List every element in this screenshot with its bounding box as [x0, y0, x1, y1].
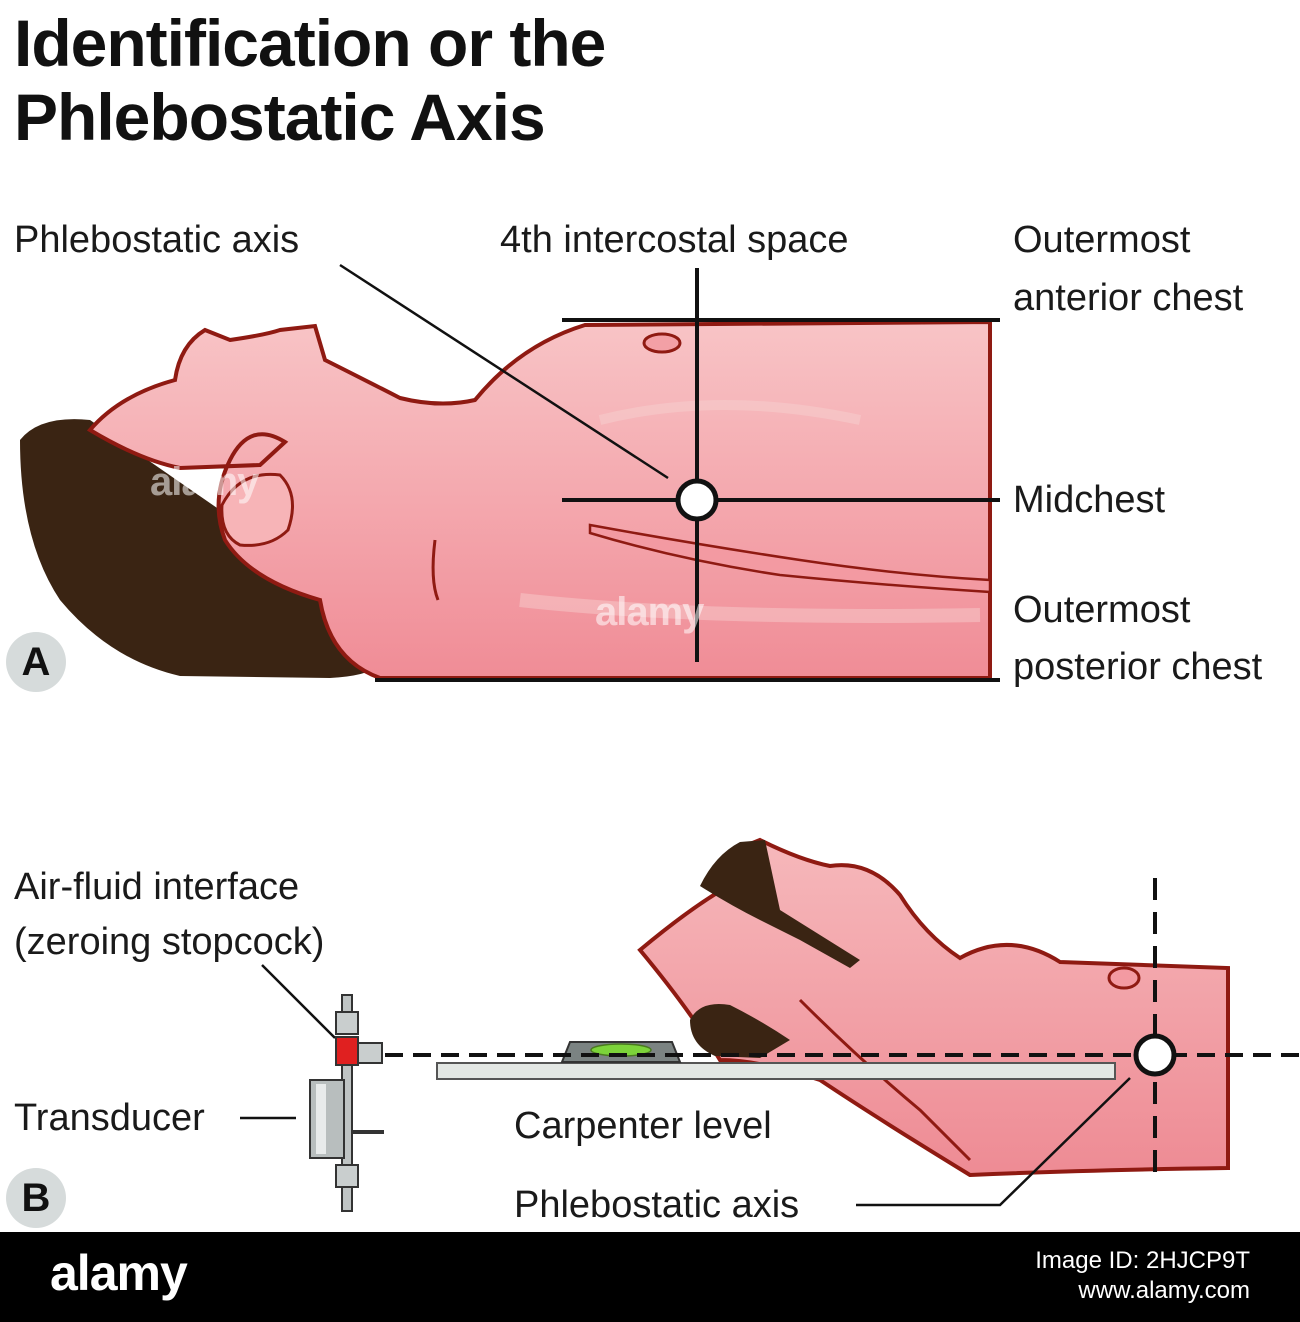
panel-a-hair [20, 419, 395, 678]
diagram-illustration [20, 263, 1300, 1212]
footer-bar: alamy Image ID: 2HJCP9T www.alamy.com [0, 1232, 1300, 1322]
panel-b-head-shadow [690, 1004, 790, 1058]
panel-b-nipple [1107, 966, 1141, 990]
label-outermost-posterior-1: Outermost [1013, 589, 1191, 631]
label-air-fluid-interface-2: (zeroing stopcock) [14, 921, 325, 963]
panel-a-arm [588, 523, 992, 594]
transducer-top-cap [335, 1011, 359, 1035]
stopcock-pointer [261, 964, 336, 1039]
label-transducer: Transducer [14, 1097, 205, 1139]
panel-a-nipple [642, 332, 682, 354]
label-outermost-anterior-2: anterior chest [1013, 277, 1244, 319]
panel-a-shading-2 [519, 593, 981, 623]
footer-site: www.alamy.com [1078, 1277, 1250, 1304]
panel-b-hair [700, 840, 860, 968]
panel-b-arm [798, 998, 972, 1162]
transducer-bottom-tube [341, 1186, 353, 1212]
phlebostatic-axis-pointer-b [856, 1077, 1131, 1207]
label-4th-intercostal-space: 4th intercostal space [500, 219, 849, 261]
transducer-assembly [309, 994, 384, 1212]
label-phlebostatic-axis-b: Phlebostatic axis [514, 1184, 800, 1226]
transducer-body-shade [316, 1084, 326, 1154]
panel-a-phlebostatic-axis-marker [675, 478, 719, 522]
label-midchest: Midchest [1013, 479, 1166, 521]
footer-logo: alamy [50, 1245, 188, 1301]
panel-a-patient [20, 319, 992, 680]
label-outermost-posterior-2: posterior chest [1013, 646, 1263, 688]
diagram-title: Identification or the Phlebostatic Axis [14, 6, 606, 154]
panel-a-neck-line [431, 539, 440, 601]
panel-a-ear [220, 472, 294, 547]
panel-a-shading [598, 400, 862, 425]
level-board [436, 1062, 1116, 1080]
panel-b-phlebostatic-axis-marker [1133, 1033, 1177, 1077]
label-outermost-anterior-1: Outermost [1013, 219, 1191, 261]
title-line-1: Identification or the [14, 6, 606, 80]
watermark-1: alamy [150, 460, 259, 504]
zeroing-stopcock [335, 1036, 359, 1066]
panel-b-badge: B [6, 1168, 66, 1228]
label-air-fluid-interface-1: Air-fluid interface [14, 866, 300, 908]
label-carpenter-level: Carpenter level [514, 1105, 772, 1147]
watermark-2: alamy [595, 590, 704, 634]
title-line-2: Phlebostatic Axis [14, 80, 546, 154]
panel-a-badge: A [6, 632, 66, 692]
footer-image-id: Image ID: 2HJCP9T [1035, 1247, 1250, 1274]
transducer-body [309, 1079, 345, 1159]
footer-image-info: Image ID: 2HJCP9T www.alamy.com [1035, 1246, 1250, 1306]
phlebostatic-axis-pointer-a [339, 263, 669, 480]
transducer-bottom-cap [335, 1164, 359, 1188]
stopcock-side-port [357, 1042, 383, 1064]
label-phlebostatic-axis-a: Phlebostatic axis [14, 219, 300, 261]
panel-a-reference-lines [339, 263, 1000, 682]
